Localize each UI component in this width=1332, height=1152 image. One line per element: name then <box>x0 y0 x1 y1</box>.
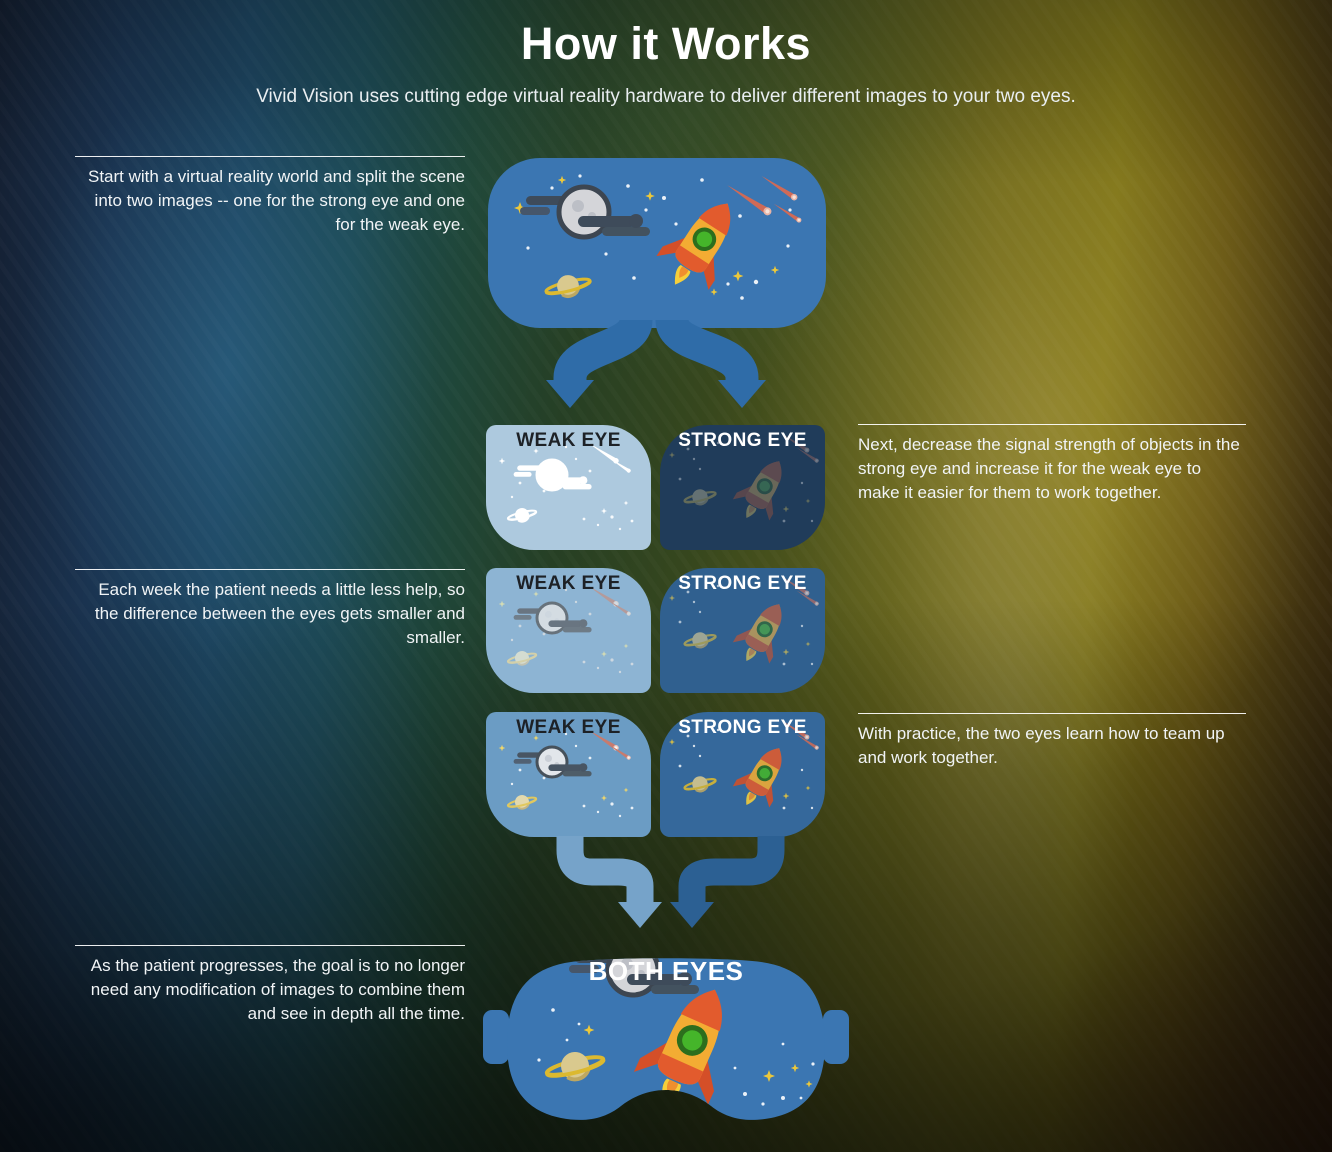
step-note-3: Each week the patient needs a little les… <box>75 569 465 650</box>
strong-eye-label: STRONG EYE <box>678 430 807 451</box>
vr-goggles <box>483 948 849 1148</box>
weak-eye-panel-2: WEAK EYE <box>486 568 651 693</box>
goggle-strap-left <box>483 1010 509 1064</box>
goggle-strap-right <box>823 1010 849 1064</box>
strong-eye-label: STRONG EYE <box>678 573 807 594</box>
weak-eye-label: WEAK EYE <box>516 430 621 451</box>
step-note-5: As the patient progresses, the goal is t… <box>75 945 465 1026</box>
step-note-2: Next, decrease the signal strength of ob… <box>858 424 1246 505</box>
weak-eye-panel-1: WEAK EYE <box>486 425 651 550</box>
vr-scene-panel <box>488 158 826 328</box>
both-eyes-label: BOTH EYES <box>588 956 744 986</box>
goggle-body <box>507 958 825 1120</box>
split-arrows <box>546 320 766 408</box>
page-title: How it Works <box>520 18 812 69</box>
weak-eye-label: WEAK EYE <box>516 573 621 594</box>
strong-eye-panel-1: STRONG EYE <box>660 425 825 550</box>
weak-eye-panel-3: WEAK EYE <box>486 712 651 837</box>
step-note-1: Start with a virtual reality world and s… <box>75 156 465 237</box>
page-subtitle: Vivid Vision uses cutting edge virtual r… <box>256 86 1076 107</box>
strong-eye-label: STRONG EYE <box>678 717 807 738</box>
weak-eye-label: WEAK EYE <box>516 717 621 738</box>
step-note-4: With practice, the two eyes learn how to… <box>858 713 1246 770</box>
both-eyes-scene <box>537 948 815 1121</box>
strong-eye-panel-2: STRONG EYE <box>660 568 825 693</box>
space-scene <box>488 158 826 328</box>
strong-eye-panel-3: STRONG EYE <box>660 712 825 837</box>
merge-arrows <box>556 836 785 928</box>
